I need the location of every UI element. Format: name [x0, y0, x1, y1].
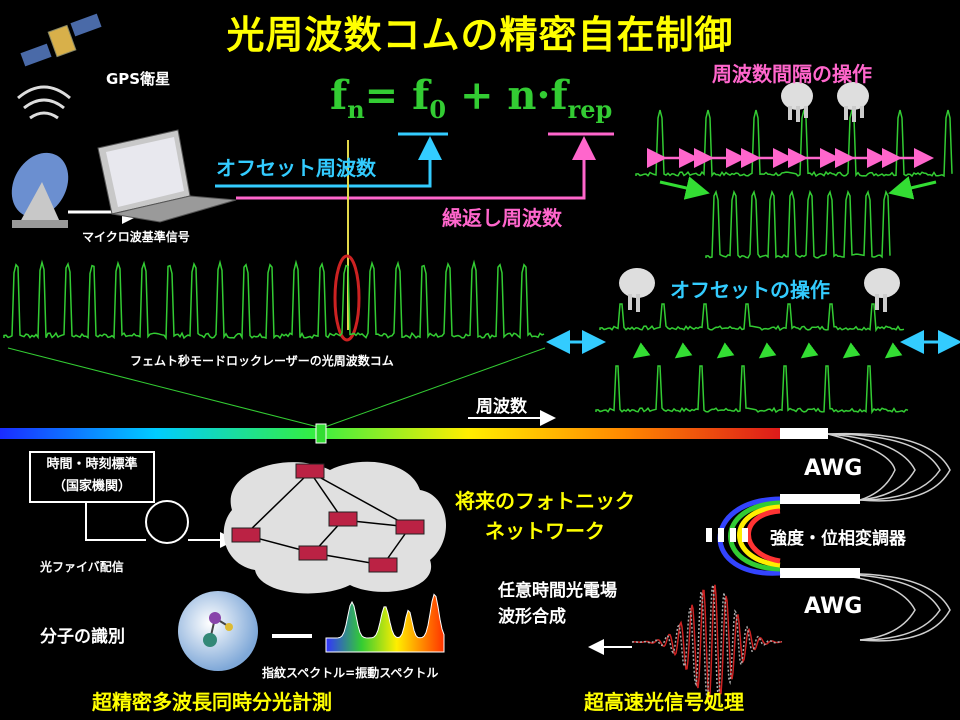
- waveform-synthesis-label: 任意時間光電場 波形合成: [498, 581, 617, 627]
- repetition-frequency-label: 繰返し周波数: [442, 206, 562, 230]
- fiber-distribution-label: 光ファイバ配信: [40, 560, 124, 574]
- molecule-identification-label: 分子の識別: [40, 627, 125, 647]
- offset-control-label: オフセットの操作: [670, 278, 830, 302]
- modulator-label: 強度・位相変調器: [770, 529, 906, 549]
- frequency-comb-main: [3, 259, 545, 341]
- hand-icon-offset-2: [864, 268, 900, 312]
- offset-shift-arrows: [632, 342, 903, 359]
- fingerprint-spectrum: [325, 593, 445, 653]
- radio-waves-icon: [17, 85, 71, 120]
- microwave-label: マイクロ波基準信号: [82, 230, 190, 244]
- signal-processing-label: 超高速光信号処理: [584, 690, 744, 714]
- frequency-label: 周波数: [476, 397, 527, 417]
- gps-label: GPS衛星: [106, 70, 171, 88]
- satellite-icon: [20, 13, 102, 67]
- satellite-dish-icon: [11, 152, 69, 228]
- spectrum-bar: [0, 428, 780, 439]
- hand-icon-offset-1: [619, 268, 655, 312]
- time-standard-label: 時間・時刻標準 （国家機関）: [46, 457, 138, 494]
- comb-spacing-before: [635, 109, 953, 178]
- offset-frequency-label: オフセット周波数: [216, 156, 376, 180]
- molecule-icon: [178, 591, 258, 671]
- awg-top-label: AWG: [804, 456, 863, 481]
- laptop-icon: [97, 129, 237, 223]
- network-cloud: [223, 461, 447, 594]
- router-icons: [231, 463, 425, 573]
- spectroscopy-label: 超精密多波長同時分光計測: [92, 690, 332, 714]
- fingerprint-spectrum-label: 指紋スペクトル=振動スペクトル: [262, 666, 439, 680]
- comb-offset-before: [599, 303, 905, 333]
- awg-bottom-label: AWG: [804, 594, 863, 619]
- spacing-control-label: 周波数間隔の操作: [712, 62, 872, 86]
- fiber-coil-icon: [145, 500, 189, 544]
- time-standard-box: [29, 451, 155, 503]
- fiber-fan: [827, 432, 951, 642]
- optical-waveform: [631, 584, 783, 700]
- hand-icon-spacing-1: [781, 82, 813, 122]
- comb-spacing-after: [705, 189, 891, 259]
- comb-caption: フェムト秒モードロックレーザーの光周波数コム: [130, 354, 394, 368]
- highlight-ellipse: [333, 254, 361, 342]
- slide-title: 光周波数コムの精密自在制御: [226, 13, 734, 57]
- modulator-blocks: [706, 528, 748, 542]
- hand-icon-spacing-2: [837, 82, 869, 122]
- future-network-label: 将来のフォトニック ネットワーク: [455, 489, 635, 543]
- comb-offset-after: [595, 365, 909, 415]
- comb-formula: fn= f0 + n·frep: [330, 72, 613, 124]
